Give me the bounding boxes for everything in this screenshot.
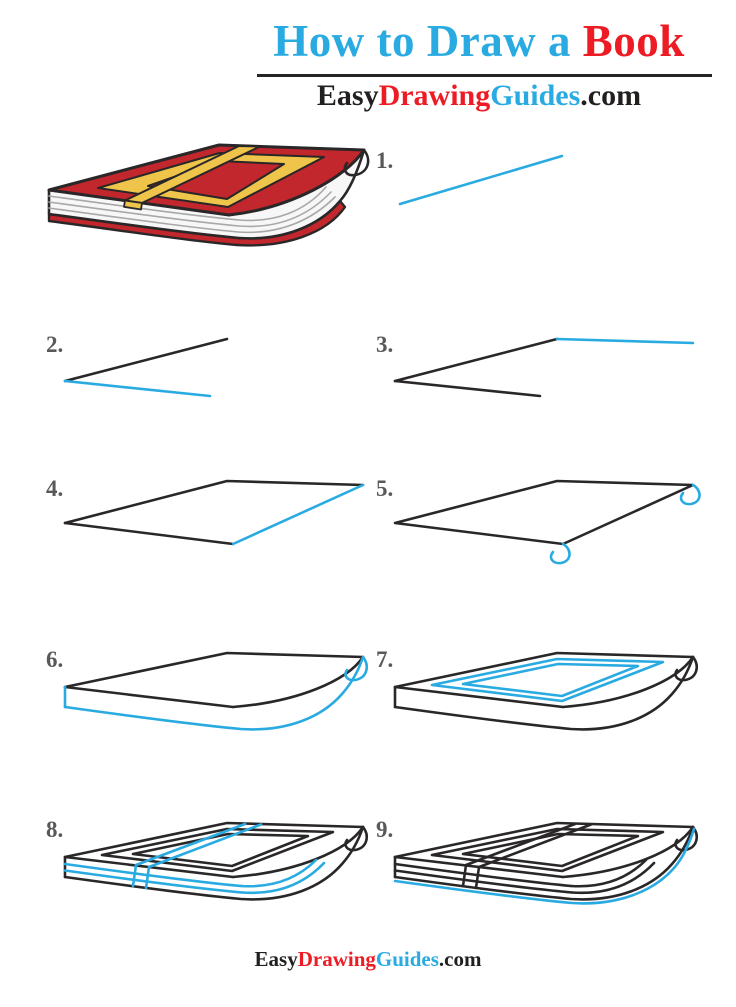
- step-number: 7.: [376, 647, 394, 672]
- step-5-drawing: [393, 479, 701, 565]
- brand-easy: Easy: [316, 79, 379, 112]
- step-1-drawing: [398, 154, 564, 206]
- brand-easy: Easy: [254, 947, 298, 971]
- title-part-red: Book: [582, 16, 685, 66]
- step-number: 6.: [46, 647, 64, 672]
- brand-com: .com: [438, 947, 482, 971]
- brand-com: .com: [580, 79, 642, 112]
- brand-guides: Guides: [490, 79, 581, 112]
- brand-drawing: Drawing: [297, 947, 376, 971]
- step-number: 9.: [376, 817, 394, 842]
- step-9-drawing: [393, 821, 699, 905]
- step-6-drawing: [63, 651, 369, 731]
- page-title: How to Draw a Book: [228, 16, 730, 68]
- step-8-drawing: [63, 821, 369, 901]
- page-curl-icon: [343, 148, 370, 177]
- step-number: 2.: [46, 332, 64, 357]
- brand-drawing: Drawing: [378, 79, 491, 112]
- site-brand-header: EasyDrawingGuides.com: [228, 79, 730, 112]
- step-7-drawing: [393, 651, 699, 731]
- finished-book-illustration: [47, 143, 370, 247]
- brand-guides: Guides: [375, 947, 439, 971]
- step-3-drawing: [393, 337, 695, 398]
- book-band: [123, 145, 261, 211]
- step-number: 1.: [376, 148, 394, 173]
- step-number: 5.: [376, 476, 394, 501]
- step-4-drawing: [63, 479, 365, 546]
- step-number: 3.: [376, 332, 394, 357]
- site-brand-footer: EasyDrawingGuides.com: [0, 947, 736, 972]
- step-2-drawing: [63, 337, 229, 398]
- step-number: 8.: [46, 817, 64, 842]
- title-underline: [257, 74, 712, 77]
- title-part-blue: How to Draw a: [273, 16, 571, 66]
- step-number: 4.: [46, 476, 64, 501]
